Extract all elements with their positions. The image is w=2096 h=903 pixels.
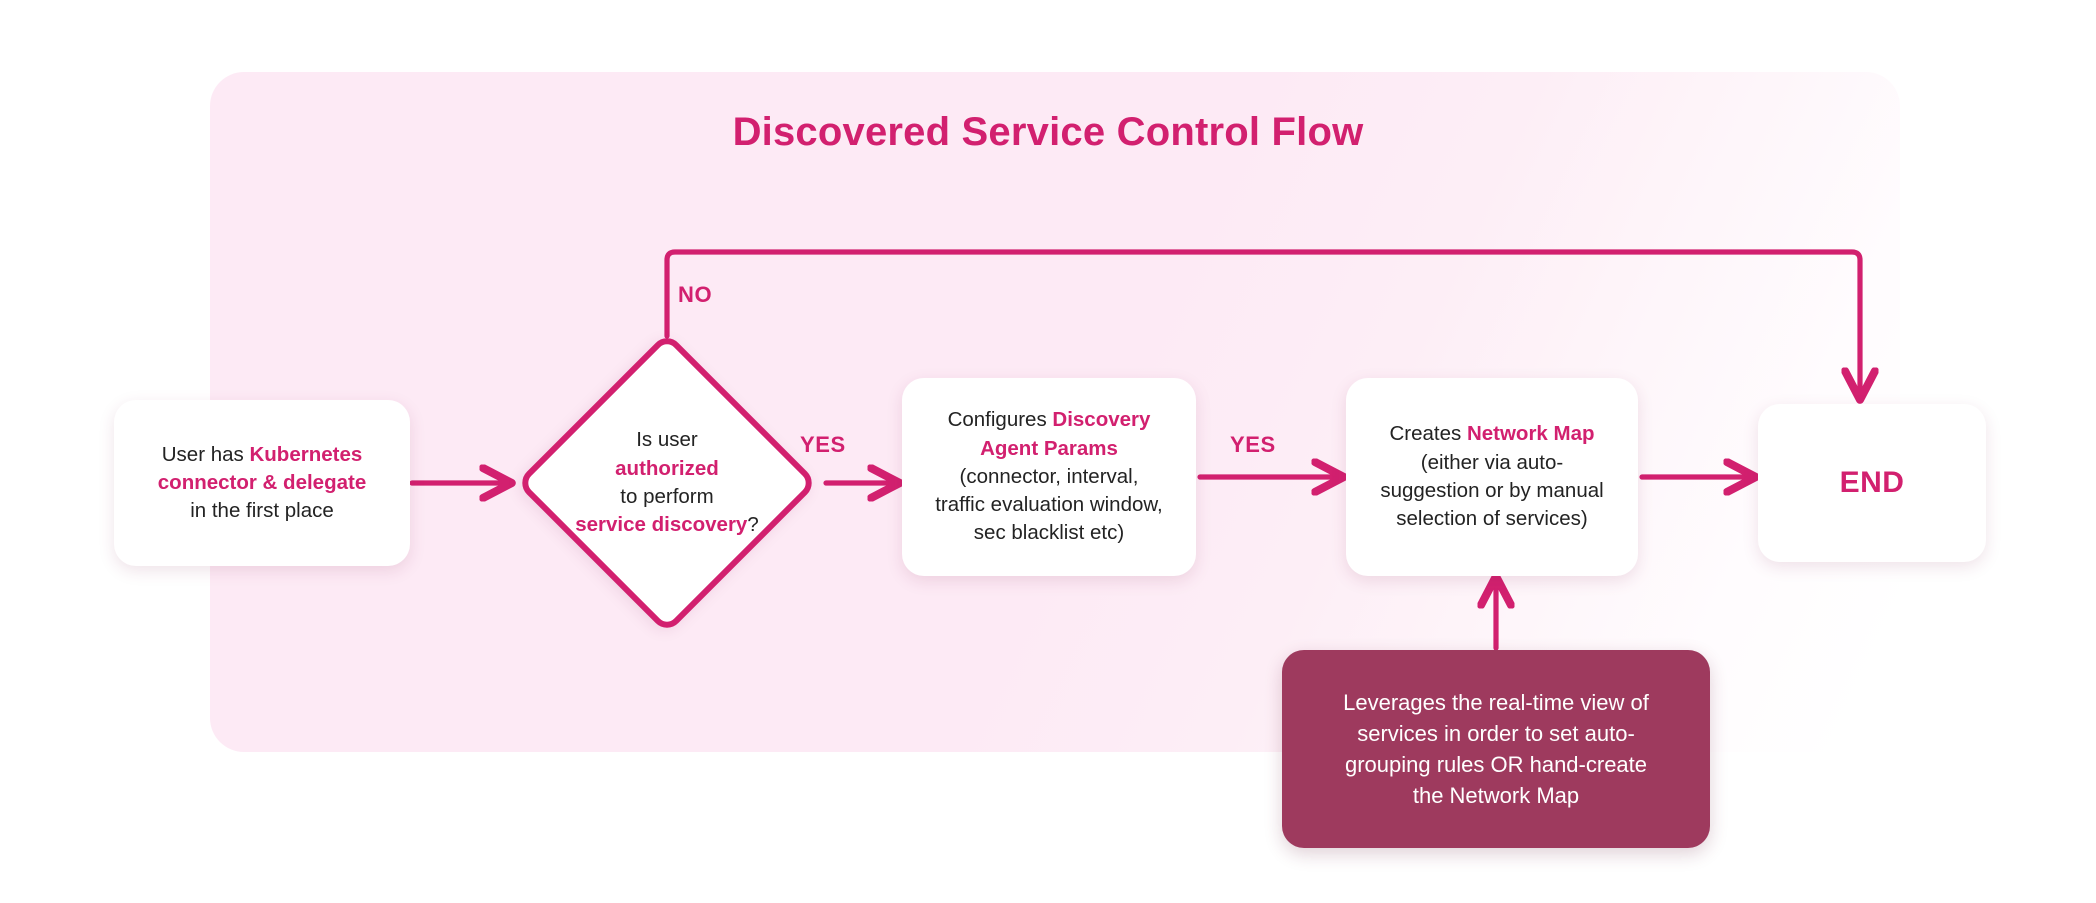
node-start-line-1-part-2: Kubernetes [249,442,363,466]
note-line-3: grouping rules OR hand-create [1344,752,1648,777]
node-params-line-5: sec blacklist etc) [973,521,1125,545]
node-end[interactable]: END [1758,404,1986,562]
node-configure-discovery-agent-params[interactable]: Configures Discovery Agent Params (conne… [902,378,1196,576]
node-start[interactable]: User has Kubernetes connector & delegate… [114,400,410,566]
page-title: Discovered Service Control Flow [732,110,1364,154]
node-params-line-1-part-2: Discovery [1052,408,1151,432]
node-map-line-1-part-2: Network Map [1466,422,1595,446]
node-params-line-2: Agent Params [980,436,1118,460]
node-params-text: Configures Discovery Agent Params (conne… [921,406,1177,547]
edge-decision-no-to-end [664,249,1860,396]
edge-label-yes-first: YES [800,432,846,457]
node-params-line-1-part-1: Configures [947,408,1053,432]
node-decision-line-4-part-2: ? [747,513,759,537]
node-params-line-4: traffic evaluation window, [935,493,1163,517]
node-map-line-3: suggestion or by manual [1380,479,1604,502]
node-decision-line-3: to perform [620,485,714,508]
node-start-line-1-part-1: User has [161,442,250,466]
node-start-line-3: in the first place [190,499,334,523]
note-network-map-annotation: Leverages the real-time view of services… [1282,650,1710,848]
note-text: Leverages the real-time view of services… [1327,687,1665,812]
node-map-text: Creates Network Map (either via auto- su… [1366,420,1617,533]
note-line-1: Leverages the real-time view of [1343,689,1649,715]
node-map-line-2: (either via auto- [1420,450,1564,474]
node-params-line-3: (connector, interval, [959,464,1139,488]
node-create-network-map[interactable]: Creates Network Map (either via auto- su… [1346,378,1638,576]
node-map-line-1-part-1: Creates [1389,422,1467,446]
node-decision-text: Is user authorized to perform service di… [516,332,818,634]
note-line-4: the Network Map [1412,783,1580,809]
node-map-line-4: selection of services) [1396,507,1588,531]
node-end-label: END [1839,466,1905,500]
edge-label-no: NO [678,282,713,307]
node-decision-line-1: Is user [636,428,698,452]
node-start-line-2: connector & delegate [157,470,367,494]
node-decision[interactable]: Is user authorized to perform service di… [515,331,819,635]
node-start-text: User has Kubernetes connector & delegate… [144,441,380,526]
node-decision-line-2: authorized [615,456,719,480]
note-line-2: services in order to set auto- [1357,720,1635,746]
node-decision-line-4-part-1: service discovery [575,513,748,537]
edge-label-yes-second: YES [1230,432,1276,457]
